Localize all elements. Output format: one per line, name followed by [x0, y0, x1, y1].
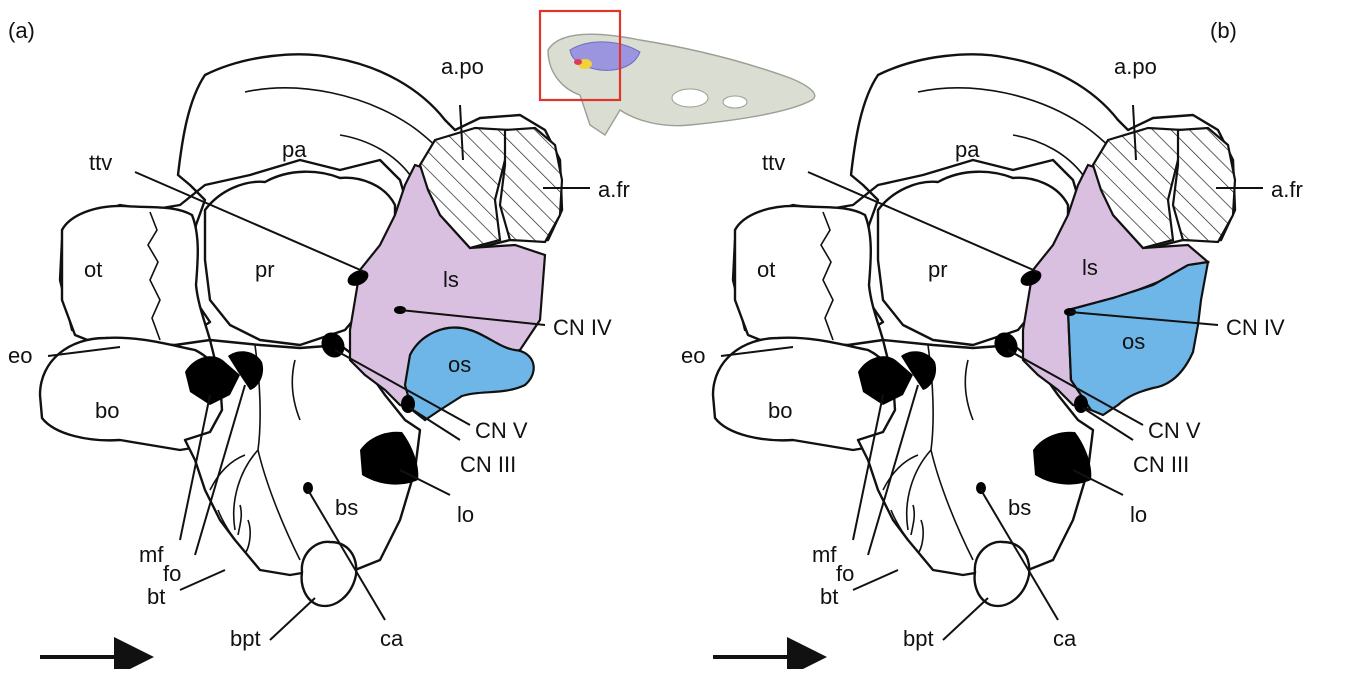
label-ot: ot — [84, 257, 102, 282]
label-pa: pa — [282, 137, 307, 162]
label-cn-iii: CN III — [460, 452, 516, 477]
label-cn-iv: CN IV — [553, 315, 612, 340]
label-pr: pr — [255, 257, 275, 282]
label-os: os — [1122, 329, 1145, 354]
label-ot: ot — [757, 257, 775, 282]
label-eo: eo — [8, 343, 32, 368]
basipterygoid — [975, 542, 1030, 606]
label-a-fr: a.fr — [598, 177, 630, 202]
skull-inset — [540, 11, 815, 135]
panel-label-a: (a) — [8, 18, 35, 43]
label-cn-v: CN V — [475, 418, 528, 443]
label-ls: ls — [1082, 255, 1098, 280]
label-cn-iv: CN IV — [1226, 315, 1285, 340]
label-lo: lo — [457, 502, 474, 527]
label-ca: ca — [1053, 626, 1077, 651]
label-ls: ls — [443, 267, 459, 292]
label-eo: eo — [681, 343, 705, 368]
carotid-foramen — [303, 482, 313, 494]
label-a-fr: a.fr — [1271, 177, 1303, 202]
panel-label-b: (b) — [1210, 18, 1237, 43]
label-mf: mf — [812, 542, 837, 567]
label-pa: pa — [955, 137, 980, 162]
label-bpt: bpt — [230, 626, 261, 651]
label-pr: pr — [928, 257, 948, 282]
frontal-articulation — [500, 128, 562, 242]
label-bo: bo — [768, 398, 792, 423]
label-bs: bs — [335, 495, 358, 520]
panel-a: (a) — [8, 11, 815, 657]
label-lo: lo — [1130, 502, 1147, 527]
label-cn-v: CN V — [1148, 418, 1201, 443]
label-cn-iii: CN III — [1133, 452, 1189, 477]
label-ttv: ttv — [762, 150, 785, 175]
basipterygoid — [302, 542, 357, 606]
label-a-po: a.po — [1114, 54, 1157, 79]
carotid-foramen — [976, 482, 986, 494]
frontal-articulation — [1173, 128, 1235, 242]
label-bo: bo — [95, 398, 119, 423]
label-bt: bt — [147, 584, 165, 609]
label-bpt: bpt — [903, 626, 934, 651]
label-bs: bs — [1008, 495, 1031, 520]
label-bt: bt — [820, 584, 838, 609]
label-os: os — [448, 352, 471, 377]
label-ca: ca — [380, 626, 404, 651]
panel-b: (b) a.po a.fr pa ttv ot pr ls CN IV eo o… — [681, 18, 1303, 657]
label-mf: mf — [139, 542, 164, 567]
label-fo: fo — [163, 561, 181, 586]
label-fo: fo — [836, 561, 854, 586]
label-ttv: ttv — [89, 150, 112, 175]
label-a-po: a.po — [441, 54, 484, 79]
